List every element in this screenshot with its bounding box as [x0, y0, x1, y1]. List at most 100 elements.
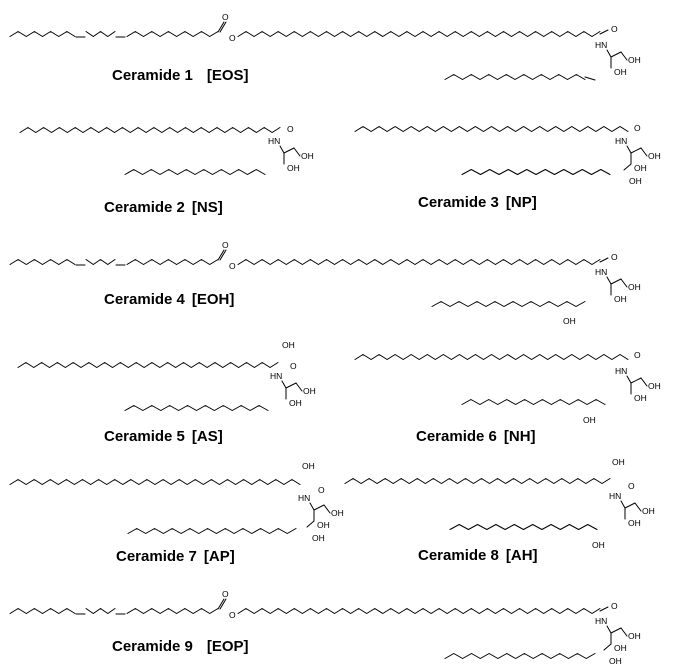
- ceramide-7-label: Ceramide 7 [AP]: [116, 548, 235, 565]
- bond-lines: [9, 21, 648, 659]
- ceramide-9-carbonyl-2: [219, 598, 227, 610]
- ceramide-6-c3-hydroxyl: OH: [634, 393, 647, 403]
- ceramide-1-carbonyl: [217, 21, 225, 33]
- ceramide-9-code: [EOP]: [207, 638, 249, 655]
- ceramide-1-n-c2: [606, 49, 612, 58]
- ceramide-3-c1-hydroxyl: OH: [648, 151, 661, 161]
- ceramide-6-label: Ceramide 6 [NH]: [416, 428, 536, 445]
- ceramide-8-alpha-hydroxyl: OH: [612, 457, 625, 467]
- ceramide-2-code: [NS]: [192, 199, 223, 216]
- ceramide-4-label: Ceramide 4[EOH]: [104, 291, 234, 308]
- ceramide-3-name: Ceramide 3: [418, 194, 499, 211]
- ceramide-9-label: Ceramide 9 [EOP]: [112, 638, 249, 655]
- ceramide-9-carbonyl-oxygen: O: [222, 589, 229, 599]
- ceramide-9-ester-oxygen: O: [229, 610, 236, 620]
- ceramide-1-label: Ceramide 1[EOS]: [112, 67, 249, 84]
- ceramide-8-n-c2: [620, 500, 626, 509]
- ceramide-6-amide-oxygen: O: [634, 350, 641, 360]
- ceramide-7-c2-c1: [313, 504, 325, 511]
- ceramide-6-c1-oh: [640, 377, 648, 387]
- ceramide-8-fatty-acid: [344, 478, 611, 484]
- ceramide-7-amide-nh: HN: [298, 493, 310, 503]
- ceramide-9-phytosphingosine-chain: [444, 653, 596, 659]
- ceramide-8-code: [AH]: [506, 547, 538, 564]
- ceramide-3-c3-c4: [623, 163, 632, 171]
- ceramide-9-amide-nh: HN: [595, 616, 607, 626]
- ceramide-3-n-c2: [626, 145, 632, 154]
- ceramide-3-c4-hydroxyl: OH: [629, 176, 642, 186]
- ceramide-1-ester-oxygen: O: [229, 33, 236, 43]
- ceramide-1-c1-oh: [620, 51, 628, 61]
- ceramide-6-c2-c1: [630, 377, 642, 384]
- ceramide-3-c2-c1: [630, 147, 642, 154]
- ceramide-7-code: [AP]: [204, 548, 235, 565]
- ceramide-9-linoleate-c: [126, 608, 219, 614]
- ceramide-6-n-c2: [626, 375, 632, 384]
- ceramide-3-fatty-acid: [354, 126, 629, 132]
- ceramide-4-c6-hydroxyl: OH: [563, 316, 576, 326]
- ceramide-4-c1-hydroxyl: OH: [628, 282, 641, 292]
- ceramide-2-fatty-acid: [19, 127, 281, 133]
- ceramide-3-code: [NP]: [506, 194, 537, 211]
- ceramide-5-sphingosine-chain: [124, 405, 269, 411]
- ceramide-1-name: Ceramide 1: [112, 67, 193, 84]
- ceramide-1-amide-carbonyl: [599, 29, 609, 35]
- ceramide-3-label: Ceramide 3 [NP]: [418, 194, 537, 211]
- ceramide-7-phytosphingosine-chain: [127, 528, 297, 534]
- ceramide-5-n-c2: [281, 380, 287, 389]
- ceramide-2-c1-oh: [293, 147, 301, 157]
- ceramide-6-c1-hydroxyl: OH: [648, 381, 661, 391]
- ceramide-1-carbonyl-2: [219, 21, 227, 33]
- ceramide-9-c1-oh: [620, 627, 628, 637]
- ceramide-6-name: Ceramide 6: [416, 428, 497, 445]
- ceramide-8-c6-hydroxyl: OH: [592, 540, 605, 550]
- ceramide-7-c4-hydroxyl: OH: [312, 533, 325, 543]
- ceramide-3-phytosphingosine-chain: [461, 169, 611, 175]
- ceramide-2-name: Ceramide 2: [104, 199, 185, 216]
- ceramide-1-linoleate-b: [85, 31, 116, 37]
- ceramide-2-amide-oxygen: O: [287, 124, 294, 134]
- ceramide-4-linoleate-a: [9, 259, 76, 265]
- ceramide-7-amide-oxygen: O: [318, 485, 325, 495]
- ceramide-4-c3-hydroxyl: OH: [614, 294, 627, 304]
- ceramide-9-linoleate-b: [85, 608, 116, 614]
- ceramide-7-name: Ceramide 7: [116, 548, 197, 565]
- ceramide-8-c3-hydroxyl: OH: [628, 518, 641, 528]
- ceramide-5-label: Ceramide 5[AS]: [104, 428, 223, 445]
- ceramide-6-code: [NH]: [504, 428, 536, 445]
- ceramide-7-c3-hydroxyl: OH: [317, 520, 330, 530]
- ceramide-1-linoleate-c: [126, 31, 219, 37]
- ceramide-7-c1-oh: [323, 504, 331, 514]
- ceramide-8-name: Ceramide 8: [418, 547, 499, 564]
- ceramide-7-fatty-acid: [9, 479, 301, 485]
- ceramide-4-code: [EOH]: [192, 291, 235, 308]
- ceramide-5-alpha-hydroxyl: OH: [282, 340, 295, 350]
- ceramide-2-n-c2: [279, 145, 285, 154]
- ceramide-4-amide-oxygen: O: [611, 252, 618, 262]
- ceramide-1-omega-chain: [237, 31, 601, 37]
- ceramide-9-amide-carbonyl: [599, 606, 609, 612]
- ceramide-1-linoleate-a: [9, 31, 76, 37]
- ceramide-9-n-c2: [606, 625, 612, 634]
- ceramide-4-n-c2: [606, 276, 612, 285]
- ceramide-5-c1-oh: [295, 382, 303, 392]
- ceramide-9-c1-hydroxyl: OH: [628, 631, 641, 641]
- ceramide-4-carbonyl-2: [219, 249, 227, 261]
- ceramide-5-c2-c1: [285, 382, 297, 389]
- ceramide-1-c3-hydroxyl: OH: [614, 67, 627, 77]
- ceramide-4-amide-carbonyl: [599, 257, 609, 263]
- ceramide-9-omega-chain: [237, 608, 601, 614]
- ceramide-3-amide-oxygen: O: [634, 123, 641, 133]
- ceramide-8-amide-oxygen: O: [628, 481, 635, 491]
- ceramide-6-fatty-acid: [354, 354, 629, 360]
- ceramide-8-sphingosine-chain: [449, 524, 598, 530]
- ceramide-1-amide-oxygen: O: [611, 24, 618, 34]
- ceramide-5-code: [AS]: [192, 428, 223, 445]
- ceramide-2-c1-hydroxyl: OH: [301, 151, 314, 161]
- ceramide-9-name: Ceramide 9: [112, 638, 193, 655]
- ceramide-8-label: Ceramide 8 [AH]: [418, 547, 538, 564]
- ceramide-9-carbonyl: [217, 598, 225, 610]
- ceramide-5-c3-hydroxyl: OH: [289, 398, 302, 408]
- ceramide-2-c2-c1: [283, 147, 295, 154]
- ceramide-9-amide-oxygen: O: [611, 601, 618, 611]
